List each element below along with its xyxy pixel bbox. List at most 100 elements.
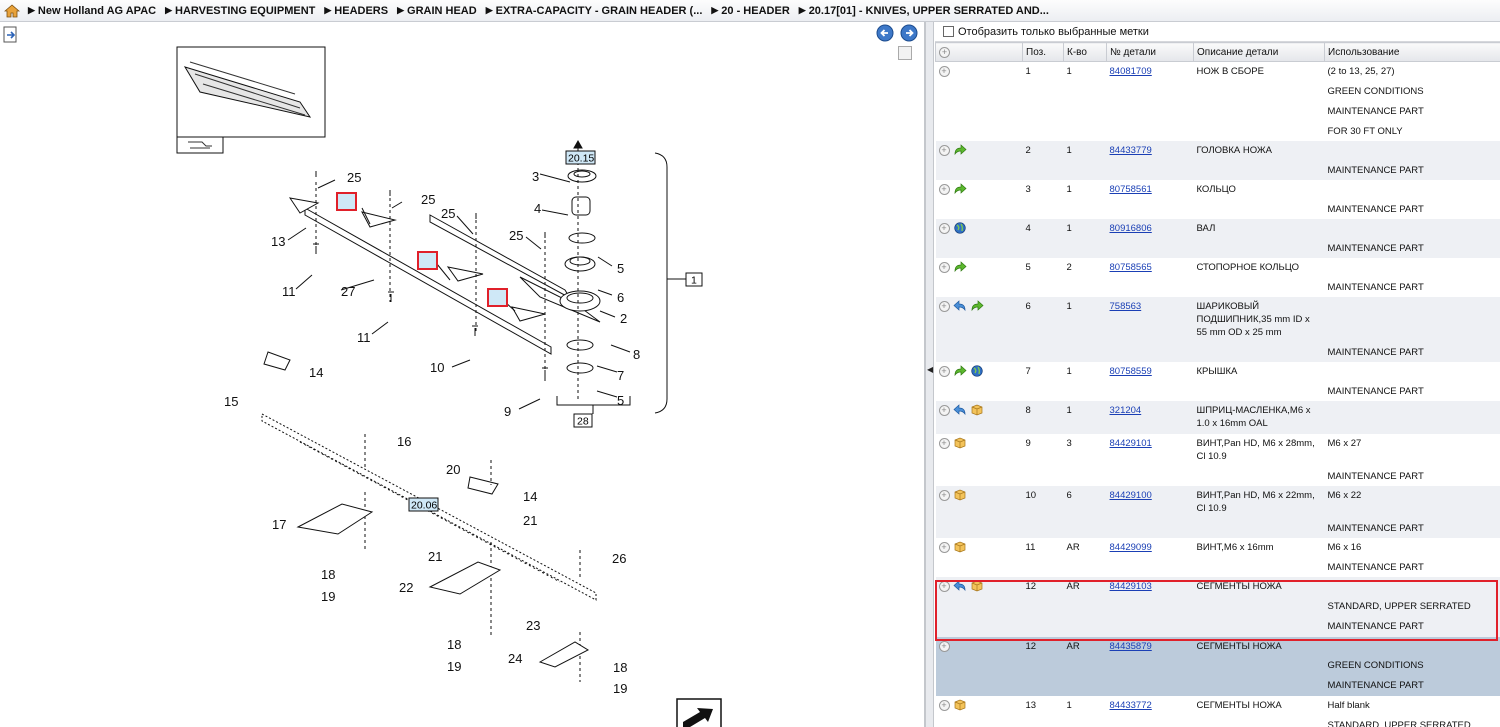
part-row-note[interactable]: MAINTENANCE PART [935, 466, 1500, 486]
part-number-link[interactable]: 84429103 [1109, 580, 1152, 592]
add-to-cart-icon[interactable]: + [938, 541, 950, 553]
part-row-note[interactable]: MAINTENANCE PART [935, 199, 1500, 219]
col-part-number[interactable]: № детали [1106, 42, 1194, 62]
col-actions[interactable]: + [935, 42, 1023, 62]
next-sheet-icon[interactable] [676, 698, 722, 727]
callout-label[interactable]: 18 [321, 567, 335, 582]
breadcrumb-item[interactable]: ▶HEADERS [324, 5, 388, 17]
callout-label[interactable]: 25 [441, 206, 455, 221]
package-icon[interactable] [970, 580, 984, 592]
add-to-cart-icon[interactable]: + [938, 66, 950, 77]
pane-splitter[interactable]: ◀ [925, 22, 934, 727]
part-row-note[interactable]: MAINTENANCE PART [935, 160, 1500, 180]
breadcrumb-item[interactable]: ▶New Holland AG APAC [28, 5, 156, 17]
part-number-link[interactable]: 84433772 [1109, 699, 1152, 711]
part-row-note[interactable]: MAINTENANCE PART [935, 101, 1500, 122]
callout-label[interactable]: 6 [617, 290, 624, 305]
callout-label[interactable]: 8 [633, 347, 640, 362]
callout-label[interactable]: 25 [509, 228, 523, 243]
ref-20-06[interactable]: 20.06 [411, 500, 437, 512]
callout-label[interactable]: 14 [523, 489, 537, 504]
col-quantity[interactable]: К-во [1063, 42, 1107, 62]
part-number-link[interactable]: 80758565 [1109, 261, 1152, 273]
add-to-cart-icon[interactable]: + [938, 365, 950, 377]
part-row-note[interactable]: MAINTENANCE PART [935, 277, 1500, 297]
callout-label[interactable]: 3 [532, 169, 539, 184]
col-position[interactable]: Поз. [1022, 42, 1064, 62]
part-row-note[interactable]: STANDARD, UPPER SERRATED [935, 715, 1500, 727]
part-row-note[interactable]: MAINTENANCE PART [935, 557, 1500, 577]
selected-only-filter[interactable]: Отобразить только выбранные метки [935, 22, 1500, 42]
add-to-cart-icon[interactable]: + [938, 404, 950, 416]
callout-label[interactable]: 24 [508, 651, 522, 666]
part-number-link[interactable]: 84429100 [1109, 489, 1152, 501]
callout-label[interactable]: 22 [399, 580, 413, 595]
part-number-link[interactable]: 758563 [1109, 300, 1142, 312]
part-number-link[interactable]: 321204 [1109, 404, 1142, 416]
callout-label[interactable]: 25 [421, 192, 435, 207]
part-row-note[interactable]: GREEN CONDITIONS [935, 655, 1500, 676]
callout-label[interactable]: 14 [309, 365, 323, 380]
callout-label[interactable]: 16 [397, 434, 411, 449]
callout-label[interactable]: 5 [617, 261, 624, 276]
part-row-note[interactable]: MAINTENANCE PART [935, 342, 1500, 362]
col-usage[interactable]: Использование [1324, 42, 1500, 62]
part-number-link[interactable]: 84435879 [1109, 640, 1152, 652]
part-row-note[interactable]: MAINTENANCE PART [935, 616, 1500, 637]
callout-label[interactable]: 27 [341, 284, 355, 299]
ref-20-15[interactable]: 20.15 [568, 153, 594, 165]
part-number-link[interactable]: 80758559 [1109, 365, 1152, 377]
selected-only-checkbox[interactable] [943, 26, 954, 37]
callout-label[interactable]: 9 [504, 404, 511, 419]
callout-label[interactable]: 19 [321, 589, 335, 604]
part-number-link[interactable]: 80916806 [1109, 222, 1152, 234]
part-row-note[interactable]: MAINTENANCE PART [935, 518, 1500, 538]
callout-label[interactable]: 7 [617, 368, 624, 383]
green-arrow-icon[interactable] [953, 364, 967, 377]
blue-arrow-icon[interactable] [952, 403, 967, 416]
part-number-link[interactable]: 84429101 [1109, 437, 1152, 449]
add-to-cart-icon[interactable]: + [938, 183, 950, 195]
package-icon[interactable] [970, 404, 984, 416]
add-to-cart-icon[interactable]: + [938, 699, 950, 711]
col-description[interactable]: Описание детали [1193, 42, 1325, 62]
export-icon[interactable] [2, 26, 20, 44]
forward-icon[interactable] [900, 24, 918, 42]
callout-label[interactable]: 11 [282, 284, 296, 299]
callout-label[interactable]: 15 [224, 394, 238, 409]
callout-label[interactable]: 2 [620, 311, 627, 326]
breadcrumb-item[interactable]: ▶20.17[01] - KNIVES, UPPER SERRATED AND.… [799, 5, 1049, 17]
part-number-link[interactable]: 84429099 [1109, 541, 1152, 553]
callout-label[interactable]: 18 [613, 660, 627, 675]
blue-arrow-icon[interactable] [952, 579, 967, 592]
ref-item-28[interactable]: 28 [577, 416, 589, 428]
globe-icon[interactable] [970, 364, 984, 377]
globe-icon[interactable] [953, 221, 967, 234]
part-number-link[interactable]: 80758561 [1109, 183, 1152, 195]
part-number-link[interactable]: 84081709 [1109, 66, 1152, 77]
breadcrumb-item[interactable]: ▶20 - HEADER [711, 5, 789, 17]
package-icon[interactable] [953, 541, 967, 553]
back-icon[interactable] [876, 24, 894, 42]
breadcrumb-item[interactable]: ▶HARVESTING EQUIPMENT [165, 5, 315, 17]
package-icon[interactable] [953, 489, 967, 501]
add-to-cart-icon[interactable]: + [938, 489, 950, 501]
add-to-cart-icon[interactable]: + [938, 640, 950, 652]
add-to-cart-icon[interactable]: + [938, 144, 950, 156]
breadcrumb-item[interactable]: ▶GRAIN HEAD [397, 5, 477, 17]
package-icon[interactable] [953, 437, 967, 449]
part-row-note[interactable]: FOR 30 FT ONLY [935, 121, 1500, 141]
callout-label[interactable]: 18 [447, 637, 461, 652]
callout-label[interactable]: 13 [271, 234, 285, 249]
